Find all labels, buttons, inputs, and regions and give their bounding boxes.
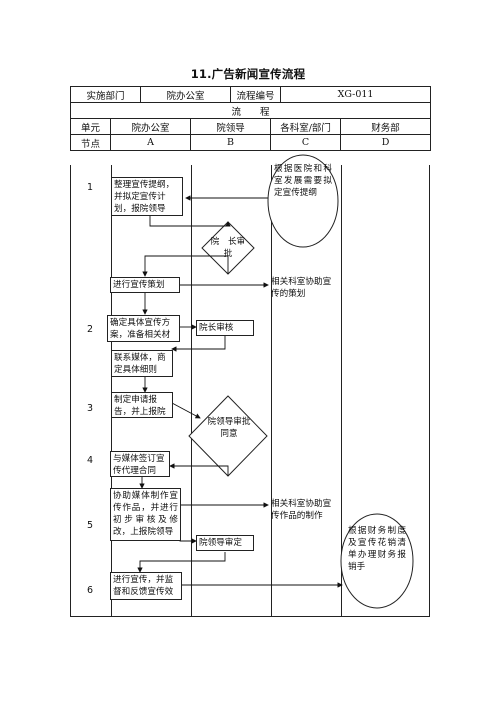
page-title: 11.广告新闻宣传流程	[190, 67, 306, 81]
lane-divider	[111, 165, 112, 616]
step-prepare-outline: 整理宣传提纲，并拟定宣传计划，报院领导	[111, 177, 183, 216]
row-number-3: 3	[86, 403, 94, 414]
node-d: D	[340, 134, 432, 151]
row-number-4: 4	[86, 455, 94, 466]
step-draft-outline-text: 根据医院和科室发展需要拟定宣传提纲	[274, 164, 332, 198]
node-c: C	[270, 134, 342, 151]
row-number-1: 1	[86, 182, 94, 193]
lane-divider	[341, 165, 342, 616]
swimlane-area	[70, 165, 430, 617]
row-number-5: 5	[86, 520, 94, 531]
step-finance-reimbursement-text: 根据财务制度及宣传花销清单办理财务报销手	[348, 526, 406, 572]
step-president-review: 院长审核	[196, 320, 254, 336]
lane-divider	[271, 165, 272, 616]
step-assist-production: 协助媒体制作宣传作品，并进行初步审核及修改，上报院领导	[110, 488, 181, 541]
step-application-report: 制定申请报告，并上报院领导	[111, 392, 173, 418]
lane-divider	[191, 165, 192, 616]
step-contact-media: 联系媒体，商定具体细则	[111, 350, 173, 377]
step-president-approval-text: 院 长审批	[210, 237, 246, 259]
step-leaders-approval-text: 院领导审批同意	[207, 417, 251, 439]
header-table: 实施部门 院办公室 流程编号 XG-011 流 程 单元 院办公室 院领导 各科…	[69, 86, 432, 151]
start-ellipse	[267, 154, 339, 248]
step-define-plan: 确定具体宣传方案，准备相关材料	[107, 315, 180, 342]
step-publicize-monitor: 进行宣传，并监督和反馈宣传效果	[110, 572, 182, 600]
step-planning: 进行宣传策划	[110, 277, 180, 293]
step-dept-assist-planning: 相关科室协助宣传的策划	[271, 277, 332, 299]
step-leaders-final-review: 院领导审定	[196, 535, 254, 551]
row-number-2: 2	[86, 324, 94, 335]
finance-ellipse	[340, 513, 414, 609]
step-sign-contract: 与媒体签订宣传代理合同	[110, 451, 170, 477]
row-number-6: 6	[86, 585, 94, 596]
step-dept-assist-production: 相关科室协助宣传作品的制作	[271, 499, 332, 521]
